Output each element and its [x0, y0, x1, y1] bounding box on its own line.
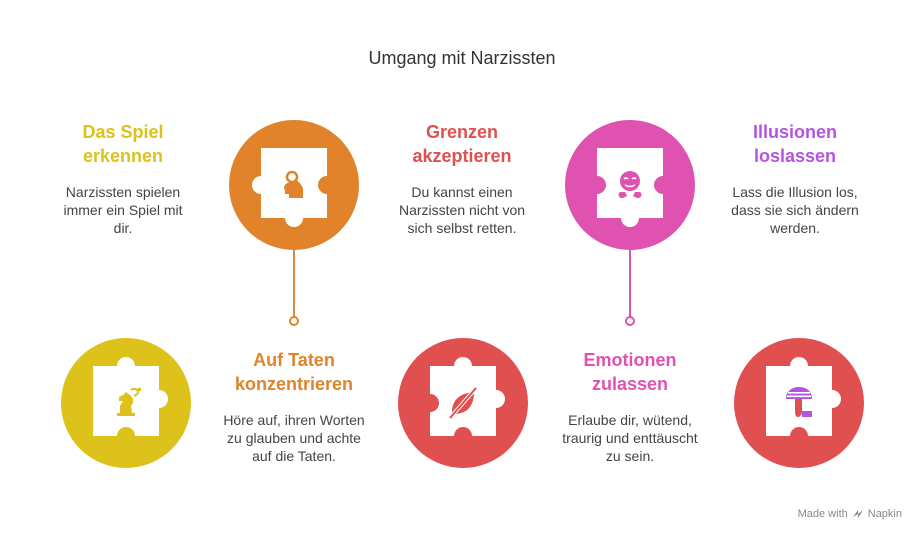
step-5-desc-line3: werden.	[770, 220, 820, 236]
step-4-connector	[629, 250, 631, 318]
step-2-circle	[229, 120, 359, 250]
step-4-desc-line3: zu sein.	[605, 448, 655, 464]
step-2-connector	[293, 250, 295, 318]
step-1-circle	[61, 338, 191, 468]
step-1-desc-line2: immer ein Spiel mit	[63, 202, 183, 218]
step-1-heading-line1: Das Spiel	[82, 122, 164, 142]
page-title: Umgang mit Narzissten	[368, 48, 556, 68]
step-5-heading: Illusionen loslassen	[705, 120, 885, 168]
step-3-circle	[398, 338, 528, 468]
step-3-desc-line3: sich selbst retten.	[407, 220, 517, 236]
step-1-desc-line3: dir.	[113, 220, 133, 236]
step-2-heading-line2: konzentrieren	[234, 374, 354, 394]
step-4-heading-line2: zulassen	[591, 374, 669, 394]
step-1-heading-line2: erkennen	[82, 146, 164, 166]
crying-face-icon	[618, 171, 642, 199]
step-5-desc-line2: dass sie sich ändern	[731, 202, 859, 218]
step-2-heading-line1: Auf Taten	[253, 350, 335, 370]
step-3-desc-line1: Du kannst einen	[411, 184, 513, 200]
step-3-heading-line2: akzeptieren	[412, 146, 512, 166]
step-4-circle	[565, 120, 695, 250]
step-1-desc-line1: Narzissten spielen	[65, 184, 181, 200]
step-2-desc-line2: zu glauben und achte	[227, 430, 361, 446]
mushroom-icon	[786, 387, 812, 417]
step-2-desc-line3: auf die Taten.	[252, 448, 336, 464]
step-3-heading-line1: Grenzen	[425, 122, 499, 142]
step-4-connector-dot	[625, 316, 635, 326]
step-5-circle	[734, 338, 864, 468]
step-2-connector-dot	[289, 316, 299, 326]
step-2-description: Höre auf, ihren Worten zu glauben und ac…	[204, 411, 384, 465]
step-1-description: Narzissten spielen immer ein Spiel mit d…	[33, 183, 213, 237]
step-4-desc-line2: traurig und enttäuscht	[562, 430, 698, 446]
napkin-brand-label: Napkin	[867, 508, 902, 520]
no-leaf-icon	[448, 386, 478, 420]
step-5-description: Lass die Illusion los, dass sie sich änd…	[705, 183, 885, 237]
step-3-heading: Grenzen akzeptieren	[372, 120, 552, 168]
footer-attribution: Made with Napkin	[798, 508, 902, 520]
step-4-description: Erlaube dir, wütend, traurig und enttäus…	[540, 411, 720, 465]
step-4-heading-line1: Emotionen	[583, 350, 677, 370]
step-3-desc-line2: Narzissten nicht von	[398, 202, 526, 218]
step-3-description: Du kannst einen Narzissten nicht von sic…	[372, 183, 552, 237]
step-4-desc-line1: Erlaube dir, wütend,	[568, 412, 692, 428]
step-5-heading-line1: Illusionen	[752, 122, 837, 142]
step-2-desc-line1: Höre auf, ihren Worten	[223, 412, 365, 428]
step-5-heading-line2: loslassen	[753, 146, 837, 166]
step-5-desc-line1: Lass die Illusion los,	[732, 184, 858, 200]
napkin-logo-icon	[852, 510, 863, 518]
step-2-heading: Auf Taten konzentrieren	[204, 348, 384, 396]
made-with-label: Made with	[797, 508, 848, 520]
step-1-heading: Das Spiel erkennen	[33, 120, 213, 168]
step-4-heading: Emotionen zulassen	[540, 348, 720, 396]
head-magnifier-icon	[284, 170, 303, 198]
chess-knight-icon	[117, 387, 141, 416]
